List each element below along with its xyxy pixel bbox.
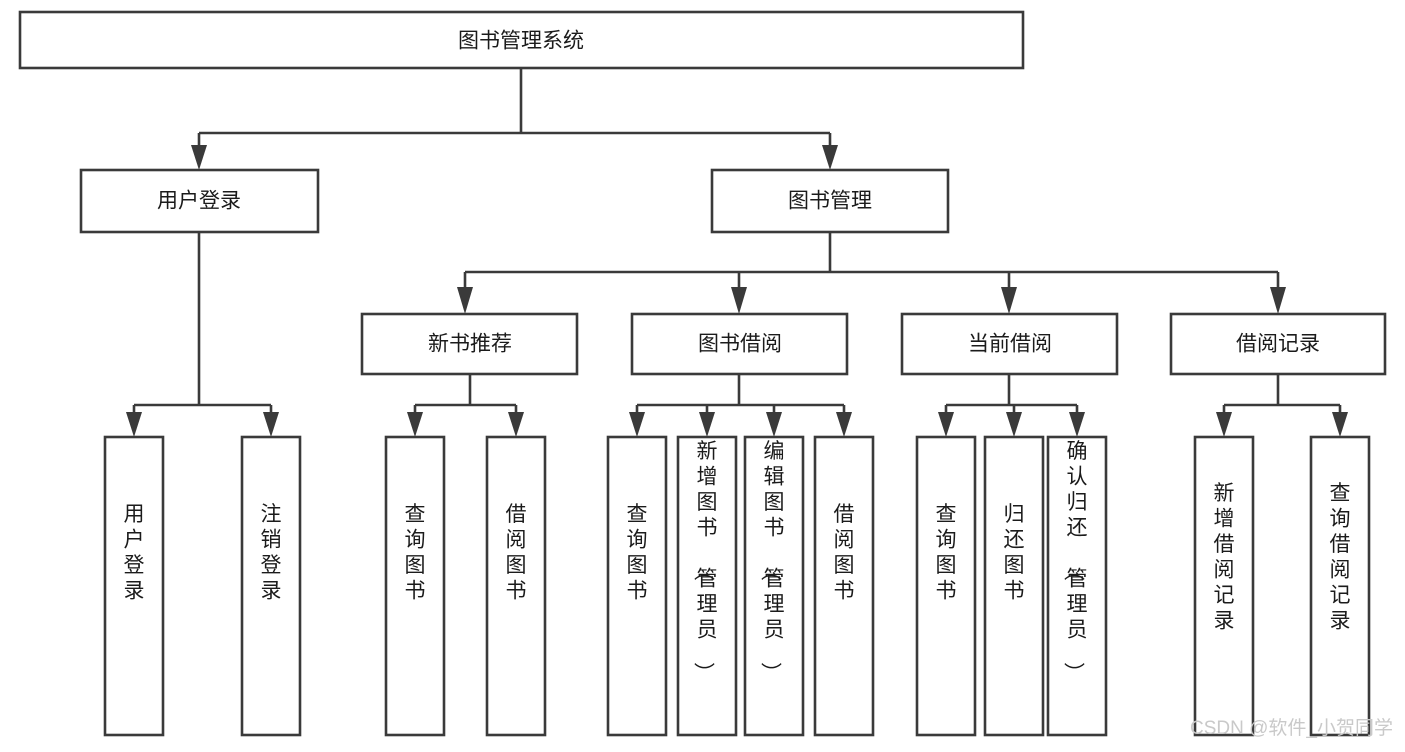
node-leaf-edit-book[interactable]: 编辑图书（管理员） — [743, 435, 805, 737]
node-book-borrow-box[interactable] — [630, 312, 849, 376]
arrow-head-leaf-user-login — [126, 412, 142, 437]
arrow-head-leaf-borrow-book-2 — [836, 412, 852, 437]
arrow-head-leaf-return-book — [1006, 412, 1022, 437]
node-leaf-borrow-book-1-label: 借阅图书 — [506, 503, 527, 603]
node-leaf-edit-book-label: 编辑图书（管理员） — [759, 440, 785, 683]
connector-layer — [126, 68, 1348, 437]
node-leaf-query-book-2-box[interactable] — [606, 435, 668, 737]
node-leaf-borrow-book-1[interactable]: 借阅图书 — [485, 435, 547, 737]
node-user-login-label: 用户登录 — [157, 190, 241, 213]
node-new-book-recommend-label: 新书推荐 — [428, 333, 512, 356]
node-leaf-user-login-label: 用户登录 — [124, 503, 145, 603]
arrow-head-borrow-record — [1270, 287, 1286, 314]
node-leaf-query-record-box[interactable] — [1309, 435, 1371, 737]
arrow-head-current-borrow — [1001, 287, 1017, 314]
node-leaf-return-book-box[interactable] — [983, 435, 1045, 737]
node-leaf-borrow-book-2-box[interactable] — [813, 435, 875, 737]
csdn-watermark: CSDN @软件_小贺同学 — [1190, 717, 1393, 739]
arrow-head-book-management — [822, 145, 838, 170]
arrow-head-leaf-query-book-2 — [629, 412, 645, 437]
node-leaf-query-book-3-label: 查询图书 — [936, 503, 957, 603]
node-leaf-add-book-box[interactable] — [676, 435, 738, 737]
arrow-head-leaf-query-book-1 — [407, 412, 423, 437]
node-book-borrow[interactable]: 图书借阅 — [630, 312, 849, 376]
node-leaf-query-book-3[interactable]: 查询图书 — [915, 435, 977, 737]
node-book-management[interactable]: 图书管理 — [710, 168, 950, 234]
node-current-borrow-box[interactable] — [900, 312, 1119, 376]
node-borrow-record-label: 借阅记录 — [1236, 333, 1320, 356]
node-leaf-query-book-3-box[interactable] — [915, 435, 977, 737]
node-leaf-user-logout[interactable]: 注销登录 — [240, 435, 302, 737]
node-root-label: 图书管理系统 — [458, 30, 584, 53]
node-leaf-borrow-book-2[interactable]: 借阅图书 — [813, 435, 875, 737]
node-book-management-box[interactable] — [710, 168, 950, 234]
node-leaf-query-book-2[interactable]: 查询图书 — [606, 435, 668, 737]
node-leaf-borrow-book-1-box[interactable] — [485, 435, 547, 737]
arrow-head-user-login — [191, 145, 207, 170]
node-leaf-return-book[interactable]: 归还图书 — [983, 435, 1045, 737]
node-leaf-query-book-1-box[interactable] — [384, 435, 446, 737]
node-leaf-user-logout-box[interactable] — [240, 435, 302, 737]
node-leaf-borrow-book-2-label: 借阅图书 — [834, 503, 855, 603]
node-leaf-add-record[interactable]: 新增借阅记录 — [1193, 435, 1255, 737]
node-leaf-query-book-2-label: 查询图书 — [627, 503, 648, 603]
node-book-management-label: 图书管理 — [788, 190, 872, 213]
node-leaf-query-record[interactable]: 查询借阅记录 — [1309, 435, 1371, 737]
node-leaf-user-login-box[interactable] — [103, 435, 165, 737]
node-root[interactable]: 图书管理系统 — [18, 10, 1025, 70]
arrow-head-leaf-borrow-book-1 — [508, 412, 524, 437]
node-current-borrow-label: 当前借阅 — [968, 333, 1052, 356]
arrow-head-leaf-confirm-return — [1069, 412, 1085, 437]
arrow-head-leaf-edit-book — [766, 412, 782, 437]
arrow-head-new-book-recommend — [457, 287, 473, 314]
arrow-head-leaf-query-book-3 — [938, 412, 954, 437]
node-leaf-confirm-return[interactable]: 确认归还（管理员） — [1046, 435, 1108, 737]
node-leaf-add-record-box[interactable] — [1193, 435, 1255, 737]
node-leaf-user-login[interactable]: 用户登录 — [103, 435, 165, 737]
node-leaf-query-book-1-label: 查询图书 — [405, 503, 426, 603]
node-root-box[interactable] — [18, 10, 1025, 70]
arrow-head-leaf-user-logout — [263, 412, 279, 437]
node-leaf-query-record-label: 查询借阅记录 — [1330, 482, 1351, 633]
node-leaf-query-book-1[interactable]: 查询图书 — [384, 435, 446, 737]
node-leaf-add-book-label: 新增图书（管理员） — [692, 440, 718, 683]
node-leaf-add-record-label: 新增借阅记录 — [1214, 482, 1235, 633]
node-user-login[interactable]: 用户登录 — [79, 168, 320, 234]
node-book-borrow-label: 图书借阅 — [698, 333, 782, 356]
node-leaf-return-book-label: 归还图书 — [1004, 503, 1025, 603]
arrow-head-leaf-query-record — [1332, 412, 1348, 437]
arrow-head-book-borrow — [731, 287, 747, 314]
node-leaf-confirm-return-label: 确认归还（管理员） — [1062, 440, 1088, 683]
node-borrow-record[interactable]: 借阅记录 — [1169, 312, 1387, 376]
node-leaf-add-book[interactable]: 新增图书（管理员） — [676, 435, 738, 737]
arrow-head-leaf-add-book — [699, 412, 715, 437]
node-leaf-confirm-return-box[interactable] — [1046, 435, 1108, 737]
node-user-login-box[interactable] — [79, 168, 320, 234]
node-new-book-recommend[interactable]: 新书推荐 — [360, 312, 579, 376]
node-borrow-record-box[interactable] — [1169, 312, 1387, 376]
node-new-book-recommend-box[interactable] — [360, 312, 579, 376]
node-leaf-user-logout-label: 注销登录 — [261, 503, 282, 603]
node-current-borrow[interactable]: 当前借阅 — [900, 312, 1119, 376]
node-leaf-edit-book-box[interactable] — [743, 435, 805, 737]
arrow-head-leaf-add-record — [1216, 412, 1232, 437]
